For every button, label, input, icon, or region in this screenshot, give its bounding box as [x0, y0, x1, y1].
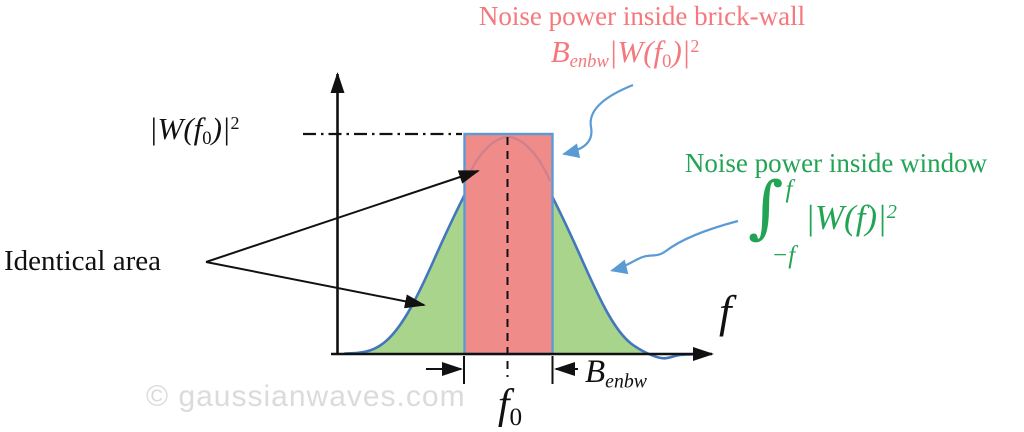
identical-area-label: Identical area [4, 245, 161, 277]
f0-sub: 0 [509, 404, 523, 432]
integral-upper-limit: f [785, 176, 793, 203]
peak-close: )| [211, 111, 231, 146]
watermark: © gaussianwaves.com [146, 380, 466, 413]
formula-B: B [550, 34, 570, 69]
formula-close: )| [671, 34, 691, 69]
enbw-base: B [585, 354, 606, 390]
window-spectrum-curve [343, 135, 694, 360]
brickwall-formula: Benbw|W(f0)|2 [505, 34, 745, 73]
brickwall-title: Noise power inside brick-wall [478, 1, 806, 31]
brickwall-callout-arrow [562, 83, 634, 159]
formula-body: |W(f [608, 34, 663, 69]
formula-B-sub: enbw [569, 51, 609, 73]
integral-sign: ∫ [748, 168, 784, 247]
peak-power: 2 [230, 113, 240, 134]
integral-limits: f −f [771, 176, 795, 270]
window-callout-arrow [610, 219, 739, 275]
window-formula: ∫ f −f |W(f)|2 [748, 168, 897, 270]
peak-sub: 0 [202, 128, 212, 150]
integral-power: 2 [886, 200, 897, 223]
identical-area-arrow-lower [205, 261, 426, 309]
window-title: Noise power inside window [684, 148, 988, 178]
integral-body: |W(f)|2 [805, 198, 897, 238]
peak-level-label: |W(f0)|2 [149, 111, 239, 150]
integral-body-text: |W(f)| [805, 198, 887, 237]
f0-base: f [497, 382, 510, 428]
peak-body: |W(f [149, 111, 203, 146]
enbw-sub: enbw [605, 370, 647, 393]
center-frequency-label: f0 [478, 381, 542, 432]
identical-area-arrow-upper [205, 170, 480, 263]
enbw-label: Benbw [585, 354, 647, 394]
integral-lower-limit: −f [771, 242, 796, 269]
formula-f0-sub: 0 [662, 51, 672, 73]
formula-power: 2 [690, 36, 700, 57]
x-axis-label: f [719, 287, 732, 337]
